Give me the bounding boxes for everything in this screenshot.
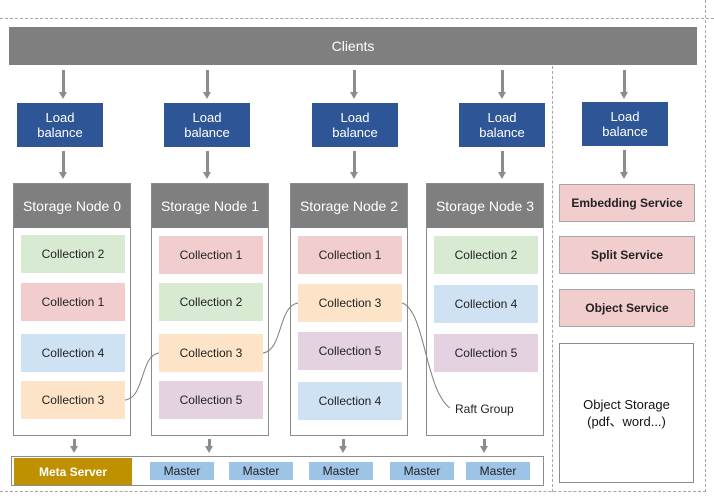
- master-node: Master: [309, 462, 373, 480]
- arrow-down-icon: [205, 439, 213, 453]
- clients-bar: Clients: [9, 27, 697, 65]
- arrow-down-icon: [59, 70, 67, 99]
- section-divider: [552, 66, 553, 492]
- arrow-down-icon: [350, 70, 358, 99]
- raft-link-line: [401, 302, 451, 409]
- collection-2: Collection 2: [159, 283, 263, 321]
- storage-node-title: Storage Node 1: [152, 184, 268, 228]
- arrow-down-icon: [620, 70, 628, 99]
- master-node: Master: [390, 462, 454, 480]
- storage-node-title: Storage Node 0: [14, 184, 130, 228]
- arrow-down-icon: [203, 70, 211, 99]
- raft-link-line: [124, 352, 160, 401]
- load-balancer-0: Load balance: [17, 103, 103, 147]
- master-node: Master: [150, 462, 214, 480]
- frame-top-border: [0, 18, 714, 19]
- arrow-down-icon: [203, 151, 211, 179]
- arrow-down-icon: [70, 439, 78, 453]
- collection-1: Collection 1: [298, 236, 402, 274]
- collection-2: Collection 2: [21, 235, 125, 273]
- raft-group-label: Raft Group: [455, 402, 514, 416]
- embedding-service: Embedding Service: [559, 184, 695, 222]
- collection-3: Collection 3: [298, 284, 402, 322]
- frame-right-border: [705, 0, 706, 492]
- frame-bottom-border: [0, 491, 706, 492]
- collection-3: Collection 3: [21, 381, 125, 419]
- arrow-down-icon: [498, 151, 506, 179]
- master-node: Master: [229, 462, 293, 480]
- collection-4: Collection 4: [21, 334, 125, 372]
- object-storage-subtitle: (pdf、word...): [587, 414, 666, 429]
- arrow-down-icon: [350, 151, 358, 179]
- collection-1: Collection 1: [159, 236, 263, 274]
- load-balancer-2: Load balance: [312, 103, 398, 147]
- split-service: Split Service: [559, 236, 695, 274]
- raft-link-line: [262, 302, 299, 354]
- arrow-down-icon: [59, 151, 67, 179]
- load-balancer-3: Load balance: [459, 103, 545, 147]
- arrow-down-icon: [620, 150, 628, 179]
- meta-server: Meta Server: [14, 458, 132, 485]
- object-storage: Object Storage (pdf、word...): [559, 343, 694, 483]
- arrow-down-icon: [339, 439, 347, 453]
- collection-4: Collection 4: [298, 382, 402, 420]
- collection-5: Collection 5: [298, 332, 402, 370]
- load-balancer-services: Load balance: [582, 102, 668, 146]
- arrow-down-icon: [498, 70, 506, 99]
- arrow-down-icon: [480, 439, 488, 453]
- storage-node-title: Storage Node 3: [427, 184, 543, 228]
- collection-4: Collection 4: [434, 285, 538, 323]
- collection-5: Collection 5: [159, 381, 263, 419]
- load-balancer-1: Load balance: [164, 103, 250, 147]
- master-node: Master: [466, 462, 530, 480]
- collection-2: Collection 2: [434, 236, 538, 274]
- collection-3: Collection 3: [159, 334, 263, 372]
- object-service: Object Service: [559, 289, 695, 327]
- object-storage-title: Object Storage: [583, 397, 670, 412]
- storage-node-title: Storage Node 2: [291, 184, 407, 228]
- collection-1: Collection 1: [21, 283, 125, 321]
- collection-5: Collection 5: [434, 334, 538, 372]
